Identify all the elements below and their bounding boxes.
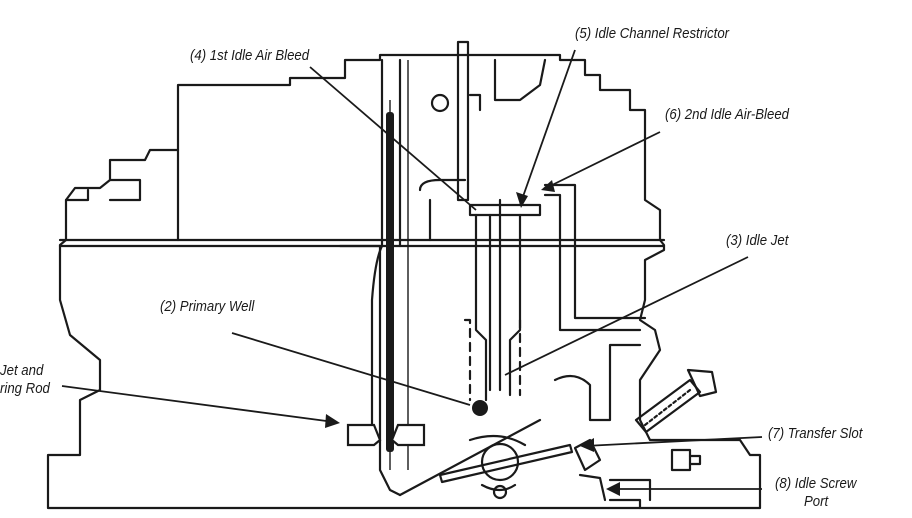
label-idle-channel-restrictor: (5) Idle Channel Restrictor [575,25,730,42]
leader-lines [61,49,763,490]
label-main-jet-line1: Jet and [0,362,44,379]
throttle-plate [438,434,574,492]
idle-mixture-screw [634,368,718,472]
label-first-idle-air-bleed: (4) 1st Idle Air Bleed [190,47,310,64]
metering-rod [386,60,409,470]
label-primary-well: (2) Primary Well [160,298,255,315]
idle-tube-assembly [418,40,647,402]
label-second-idle-air-bleed: (6) 2nd Idle Air-Bleed [665,106,790,123]
label-idle-screw-port-line1: (8) Idle Screw [775,475,857,492]
arrowheads [325,180,620,496]
primary-well-dot [472,400,488,416]
transfer-slot-region [553,343,652,502]
label-idle-jet: (3) Idle Jet [726,232,789,249]
venturi-throat [338,58,542,497]
label-idle-screw-port-line2: Port [804,493,829,510]
label-transfer-slot: (7) Transfer Slot [768,425,863,442]
main-jet [346,423,426,447]
bolt-boss [492,484,642,510]
label-main-jet-line2: ring Rod [0,380,50,397]
